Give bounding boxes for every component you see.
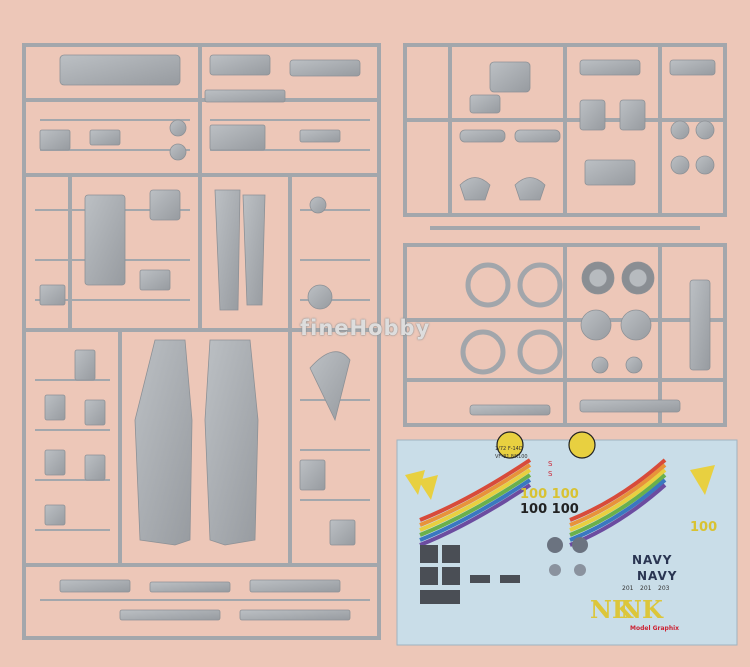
decal-code-203: 203 [658,585,670,592]
tail-chevrons [405,465,715,500]
rainbow-stripes-left [419,458,532,547]
navy-label-1: NAVY [632,553,673,567]
tail-letters-2: NK [620,595,663,624]
left-sprue-frame [22,43,381,640]
modex-left-top: 100 100 [520,487,579,502]
decal-header-text: 1/72 F-14D [495,446,523,452]
rainbow-stripes-right [569,458,667,547]
watermark: fineHobby [300,316,431,340]
right-lower-sprue-frame [403,243,727,427]
tail-letters-1: NK [590,595,633,624]
insignia-roundels [547,537,588,576]
instrument-panel-decals [420,545,520,604]
right-upper-sprue-parts [459,59,716,201]
decal-brand-text: Model Graphix [630,625,680,632]
squadron-badge-right [568,431,596,459]
navy-label-2: NAVY [637,569,678,583]
squadron-badge-left [496,431,524,459]
decal-sheet-graphics [396,431,738,646]
left-sprue-parts [39,54,361,621]
right-lower-sprue-parts [460,261,711,416]
modex-left-bottom: 100 100 [520,502,579,517]
decal-code-s1: S [548,460,553,468]
decal-code-201b: 201 [640,585,652,592]
modex-right: 100 [690,520,718,535]
decal-code-s2: S [548,470,553,478]
right-upper-sprue-frame [403,43,727,230]
decal-subheader-text: VF-31 NK100 [495,454,528,460]
decal-code-201a: 201 [622,585,634,592]
